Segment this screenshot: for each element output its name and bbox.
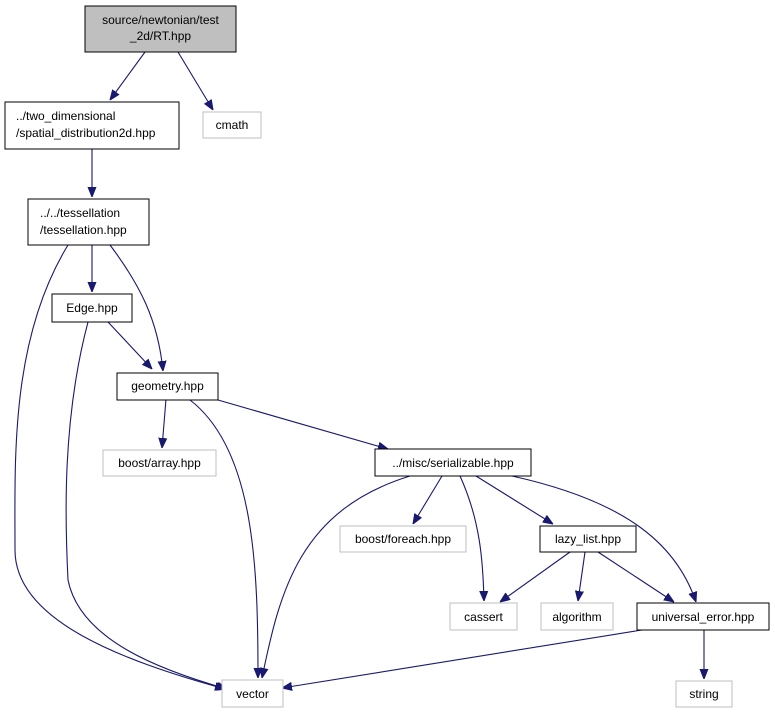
node-vector-label: vector: [236, 687, 269, 701]
edge-lazy-list-to-cassert: [500, 551, 571, 602]
edges: [14, 51, 704, 689]
edge-serializable-to-boost-foreach: [413, 475, 443, 524]
node-algorithm[interactable]: algorithm: [540, 602, 614, 631]
edge-universal-error-to-vector: [282, 629, 643, 688]
edge-geometry-to-boost-array: [162, 398, 166, 448]
edge-tessellation-to-vector: [14, 244, 225, 689]
nodes: source/newtonian/test _2d/RT.hpp ../two_…: [4, 5, 770, 708]
edge-edge-to-geometry: [107, 321, 152, 369]
node-boost-array-hpp[interactable]: boost/array.hpp: [102, 449, 217, 477]
node-universal-error-hpp[interactable]: universal_error.hpp: [636, 602, 770, 631]
edge-edge-to-vector: [65, 321, 227, 689]
node-rt-hpp-line-1: source/newtonian/test: [102, 13, 219, 27]
node-vector[interactable]: vector: [221, 679, 284, 708]
edge-geometry-to-vector: [189, 399, 258, 678]
node-edge-hpp[interactable]: Edge.hpp: [51, 293, 133, 323]
node-cassert-label: cassert: [464, 610, 503, 624]
node-tessellation-line-1: ../../tessellation: [40, 206, 120, 220]
node-geometry-label: geometry.hpp: [131, 379, 204, 393]
node-serializable-label: ../misc/serializable.hpp: [392, 456, 514, 470]
node-cmath-label: cmath: [216, 118, 249, 132]
edge-serializable-to-cassert: [459, 475, 484, 601]
node-spatial-distribution2d-hpp[interactable]: ../two_dimensional /spatial_distribution…: [4, 101, 180, 150]
node-rt-hpp[interactable]: source/newtonian/test _2d/RT.hpp: [84, 5, 237, 53]
node-edge-label: Edge.hpp: [66, 301, 118, 315]
edge-serializable-to-lazy-list: [475, 475, 553, 524]
edge-rt-to-cmath: [177, 51, 213, 110]
node-lazy-list-label: lazy_list.hpp: [555, 532, 621, 546]
edge-serializable-to-universal-error: [511, 475, 696, 602]
node-boost-foreach-label: boost/foreach.hpp: [355, 532, 451, 546]
node-cassert[interactable]: cassert: [449, 602, 518, 631]
node-cmath[interactable]: cmath: [202, 111, 262, 139]
edge-lazy-list-to-universal-error: [597, 551, 674, 602]
node-algorithm-label: algorithm: [552, 610, 601, 624]
node-tessellation-line-2: /tessellation.hpp: [40, 223, 127, 237]
edge-lazy-list-to-algorithm: [578, 551, 586, 601]
edge-tessellation-to-geometry: [109, 244, 163, 371]
node-boost-foreach-hpp[interactable]: boost/foreach.hpp: [339, 525, 467, 553]
node-rt-hpp-line-2: _2d/RT.hpp: [129, 29, 191, 43]
node-lazy-list-hpp[interactable]: lazy_list.hpp: [539, 525, 637, 553]
edge-geometry-to-serializable: [217, 399, 388, 449]
node-universal-error-label: universal_error.hpp: [652, 610, 755, 624]
node-tessellation-hpp[interactable]: ../../tessellation /tessellation.hpp: [27, 198, 150, 246]
node-geometry-hpp[interactable]: geometry.hpp: [116, 372, 219, 401]
node-string-label: string: [689, 687, 718, 701]
edge-rt-to-spatial: [110, 51, 146, 100]
node-boost-array-label: boost/array.hpp: [118, 456, 201, 470]
node-string[interactable]: string: [675, 680, 733, 708]
node-serializable-hpp[interactable]: ../misc/serializable.hpp: [374, 448, 532, 477]
edge-serializable-to-vector: [262, 475, 411, 678]
node-spatial-line-1: ../two_dimensional: [16, 109, 115, 123]
node-spatial-line-2: /spatial_distribution2d.hpp: [16, 126, 156, 140]
